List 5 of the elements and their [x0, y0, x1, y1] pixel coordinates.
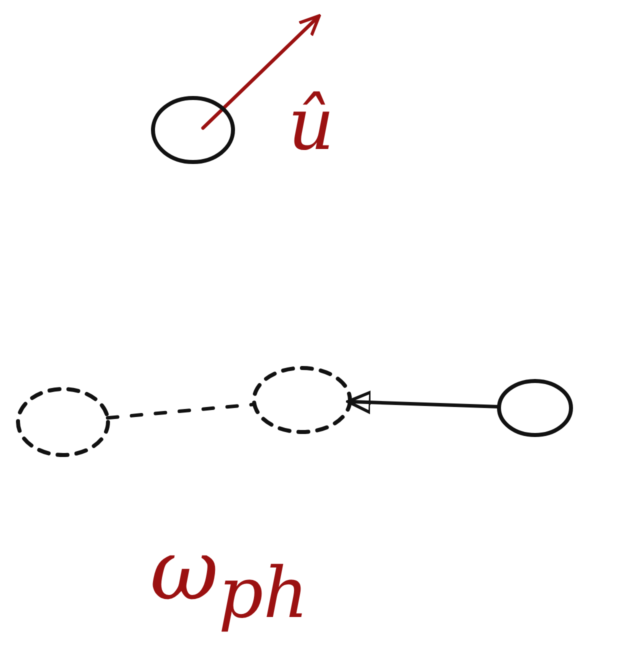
- dashed-circle: [251, 365, 353, 435]
- circle: [496, 378, 574, 438]
- circle: [150, 95, 236, 165]
- math-symbol: û: [288, 88, 334, 160]
- dashed-circle: [15, 386, 111, 458]
